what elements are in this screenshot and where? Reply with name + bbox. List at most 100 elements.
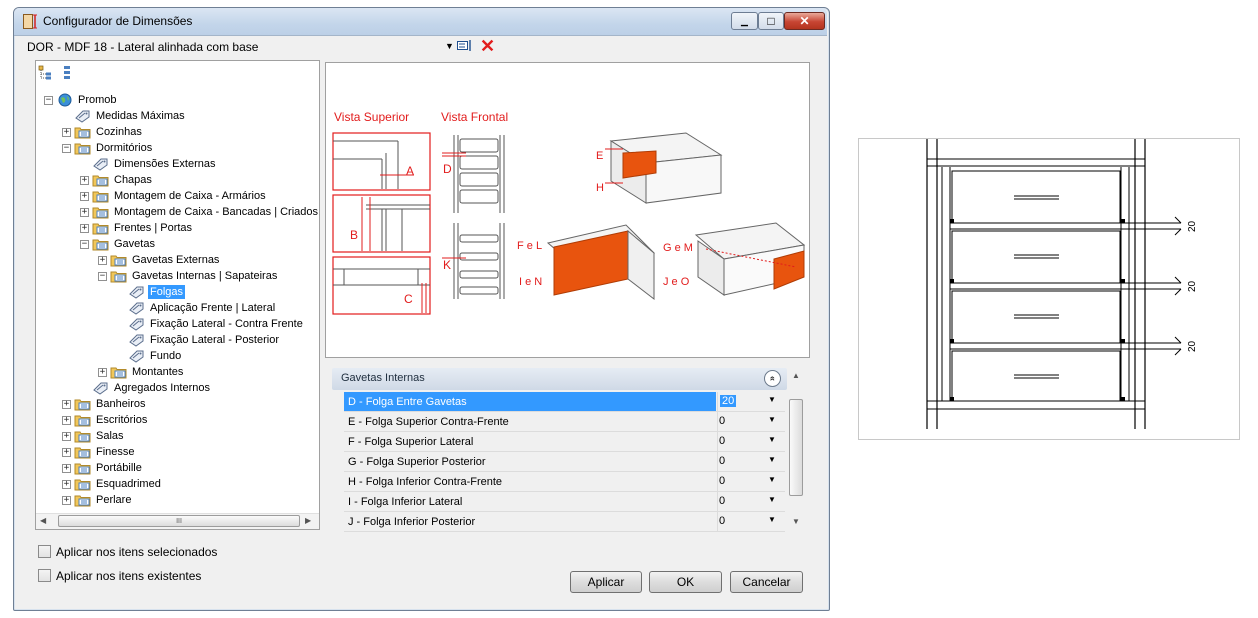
folder-icon	[74, 415, 91, 427]
tree-item[interactable]: Folgas	[116, 284, 186, 300]
collapse-icon[interactable]: −	[44, 94, 53, 105]
expand-icon[interactable]: +	[80, 174, 89, 185]
expand-icon[interactable]: +	[62, 126, 71, 137]
property-dropdown-icon[interactable]: ▼	[768, 435, 776, 444]
title-bar[interactable]	[14, 8, 827, 36]
property-value-input[interactable]: 0	[719, 415, 726, 427]
scroll-right-icon[interactable]: ▶	[305, 516, 312, 525]
property-row[interactable]: D - Folga Entre Gavetas 20 ▼	[344, 392, 785, 412]
edit-profile-icon[interactable]	[457, 40, 472, 51]
property-divider	[717, 452, 718, 472]
collapse-icon[interactable]: −	[80, 238, 89, 249]
ok-button[interactable]: OK	[649, 571, 722, 593]
expand-icon[interactable]: +	[80, 222, 89, 233]
tree-item[interactable]: +Banheiros	[62, 396, 148, 412]
expand-tree-icon[interactable]	[38, 65, 53, 80]
property-dropdown-icon[interactable]: ▼	[768, 495, 776, 504]
tree-item-label: Chapas	[114, 174, 152, 186]
expand-icon[interactable]: +	[62, 462, 71, 473]
tree-item[interactable]: +Perlare	[62, 492, 133, 508]
tree-item[interactable]: +Finesse	[62, 444, 137, 460]
tree-item[interactable]: Fixação Lateral - Contra Frente	[116, 316, 305, 332]
tree-item[interactable]: Agregados Internos	[80, 380, 212, 396]
property-value-input[interactable]: 20	[720, 395, 737, 407]
property-value-input[interactable]: 0	[719, 475, 726, 487]
scroll-up-icon[interactable]: ▲	[792, 371, 800, 380]
tree-item[interactable]: +Frentes | Portas	[80, 220, 194, 236]
expand-icon[interactable]: +	[80, 190, 89, 201]
tree-item[interactable]: +Montagem de Caixa - Bancadas | Criados	[80, 204, 319, 220]
property-dropdown-icon[interactable]: ▼	[768, 515, 776, 524]
expand-icon[interactable]: +	[62, 446, 71, 457]
property-scroll-thumb[interactable]	[789, 399, 803, 496]
property-value-input[interactable]: 0	[719, 515, 726, 527]
close-button[interactable]: ✕	[784, 12, 825, 30]
tree-item[interactable]: +Montantes	[98, 364, 185, 380]
tree-item[interactable]: +Gavetas Externas	[98, 252, 221, 268]
tree-item[interactable]: −Gavetas	[80, 236, 157, 252]
collapse-icon[interactable]: −	[98, 270, 107, 281]
property-value-input[interactable]: 0	[719, 455, 726, 467]
collapse-tree-icon[interactable]	[63, 65, 71, 80]
property-dropdown-icon[interactable]: ▼	[768, 395, 776, 404]
property-name: D - Folga Entre Gavetas	[348, 396, 467, 408]
expand-icon[interactable]: +	[62, 478, 71, 489]
tree-item-label: Dimensões Externas	[114, 158, 216, 170]
expand-icon[interactable]: +	[80, 206, 89, 217]
tree-item[interactable]: −Gavetas Internas | Sapateiras	[98, 268, 279, 284]
property-dropdown-icon[interactable]: ▼	[768, 455, 776, 464]
expand-icon[interactable]: +	[62, 430, 71, 441]
drawer-clearance-diagram: Vista Superior Vista Frontal A B	[332, 110, 806, 315]
tag-icon	[129, 350, 144, 363]
expand-icon[interactable]: +	[62, 414, 71, 425]
property-divider	[717, 472, 718, 492]
delete-profile-icon[interactable]: ✕	[480, 36, 496, 56]
property-value-input[interactable]: 0	[719, 495, 726, 507]
expand-icon[interactable]: +	[62, 398, 71, 409]
tree-item[interactable]: +Salas	[62, 428, 126, 444]
tree-item[interactable]: Fixação Lateral - Posterior	[116, 332, 281, 348]
profile-select[interactable]: DOR - MDF 18 - Lateral alinhada com base	[27, 40, 259, 54]
maximize-button[interactable]: □	[758, 12, 784, 30]
tree-item[interactable]: −Promob	[44, 92, 119, 108]
expand-icon[interactable]: +	[98, 366, 107, 377]
tree-item[interactable]: Dimensões Externas	[80, 156, 218, 172]
property-dropdown-icon[interactable]: ▼	[768, 415, 776, 424]
property-value-input[interactable]: 0	[719, 435, 726, 447]
tree-item[interactable]: + Esquadrimed	[62, 476, 163, 492]
tree-item[interactable]: Medidas Máximas	[62, 108, 187, 124]
tree-item[interactable]: +Escritórios	[62, 412, 149, 428]
tree-item[interactable]: Aplicação Frente | Lateral	[116, 300, 277, 316]
minimize-button[interactable]: ▁	[731, 12, 758, 30]
tree-item[interactable]: −Dormitórios	[62, 140, 154, 156]
profile-dropdown-icon[interactable]: ▼	[445, 41, 454, 51]
collapse-category-icon[interactable]: «	[764, 370, 781, 387]
tree-item[interactable]: Fundo	[116, 348, 183, 364]
tree-item[interactable]: +Portábille	[62, 460, 144, 476]
tree-item[interactable]: +Cozinhas	[62, 124, 144, 140]
apply-selected-checkbox[interactable]	[38, 545, 51, 558]
cancel-button[interactable]: Cancelar	[730, 571, 803, 593]
expand-icon[interactable]: +	[62, 494, 71, 505]
folder-icon	[110, 367, 127, 379]
scroll-left-icon[interactable]: ◀	[40, 516, 47, 525]
tree-item[interactable]: +Montagem de Caixa - Armários	[80, 188, 268, 204]
property-dropdown-icon[interactable]: ▼	[768, 475, 776, 484]
scroll-down-icon[interactable]: ▼	[792, 517, 800, 526]
collapse-icon[interactable]: −	[62, 142, 71, 153]
tree-item-label: Esquadrimed	[96, 478, 161, 490]
property-category-header[interactable]	[332, 368, 787, 390]
tree-scroll-thumb[interactable]: III	[58, 515, 300, 527]
apply-existing-checkbox[interactable]	[38, 569, 51, 582]
tree-item-label: Agregados Internos	[114, 382, 211, 394]
tree-item[interactable]: + Chapas	[80, 172, 154, 188]
expand-icon[interactable]: +	[98, 254, 107, 265]
scroll-grip-icon: III	[176, 517, 182, 525]
apply-button[interactable]: Aplicar	[570, 571, 642, 593]
